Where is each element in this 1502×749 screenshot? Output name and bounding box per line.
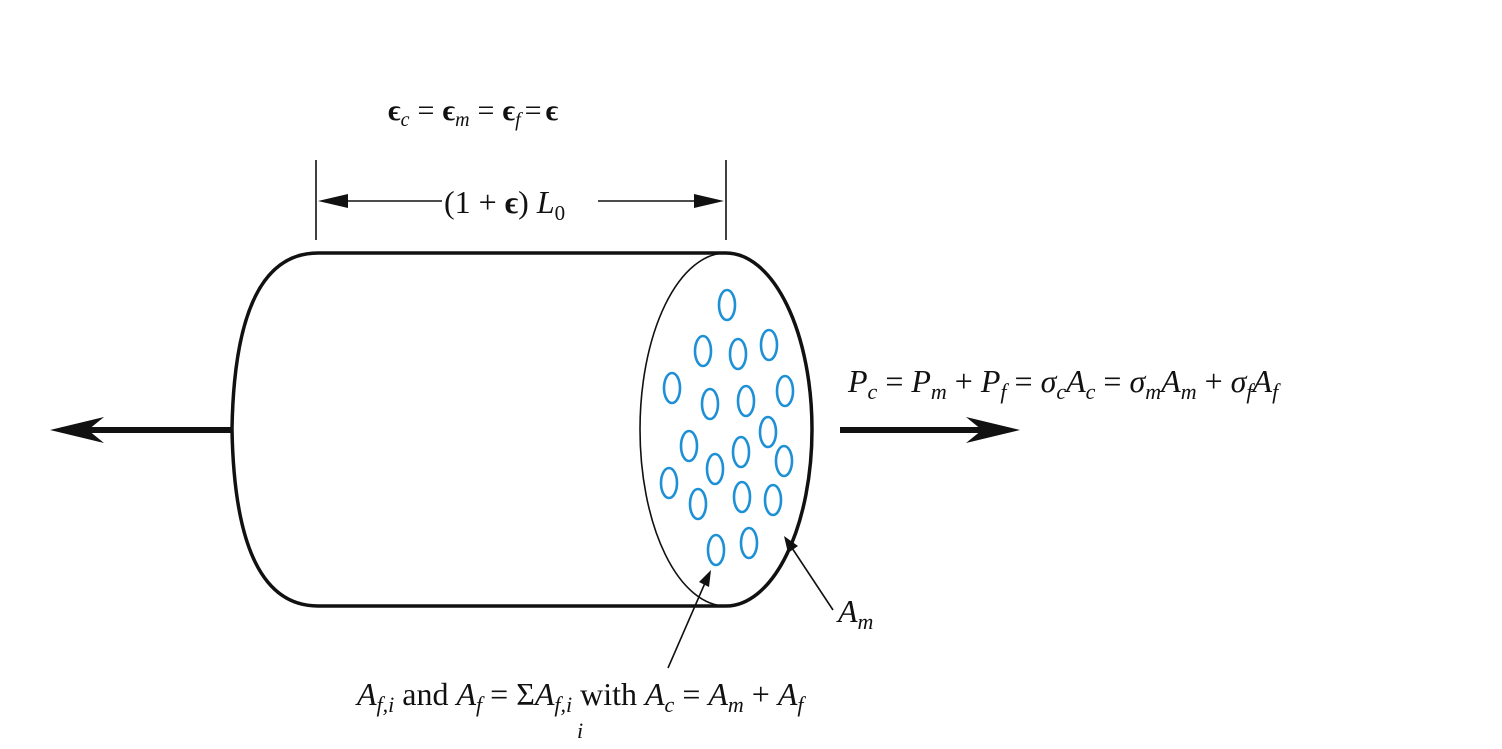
load-eq-3: = bbox=[1095, 363, 1129, 399]
fiber-area-sub-fi: f,i bbox=[377, 692, 395, 717]
matrix-area-leader bbox=[791, 547, 834, 611]
strain-eq-3: = bbox=[525, 94, 542, 127]
load-sub-c: c bbox=[868, 379, 878, 404]
length-open: (1 + bbox=[444, 184, 505, 220]
load-plus-1: + bbox=[947, 363, 981, 399]
load-Am: A bbox=[1159, 363, 1181, 399]
fiber-area-sub-c: c bbox=[665, 692, 675, 717]
fiber bbox=[717, 288, 737, 322]
cylinder-end-rim bbox=[725, 251, 814, 608]
fiber-area-A5: A bbox=[706, 676, 728, 712]
strain-eps: ϵ bbox=[546, 94, 559, 127]
cylinder-body bbox=[230, 251, 726, 608]
load-sub-f2: f bbox=[1246, 379, 1255, 404]
fiber-area-sub-m: m bbox=[728, 692, 744, 717]
fiber-area-eq-1: = bbox=[482, 676, 516, 712]
fiber bbox=[679, 429, 699, 463]
load-plus-2: + bbox=[1197, 363, 1231, 399]
fiber-area-A1: A bbox=[355, 676, 377, 712]
dimension-arrowhead-right bbox=[694, 194, 724, 208]
fiber bbox=[758, 415, 778, 449]
load-sigma-f: σ bbox=[1231, 363, 1248, 399]
sum-index-i: i bbox=[577, 718, 583, 743]
load-equation: Pc = Pm + Pf = σcAc = σmAm + σfAf bbox=[847, 363, 1281, 404]
fiber-area-sub-fi2: f,i bbox=[554, 692, 572, 717]
length-close: ) bbox=[518, 184, 537, 220]
load-sigma-c: σ bbox=[1041, 363, 1058, 399]
load-sub-f3: f bbox=[1272, 379, 1281, 404]
fiber bbox=[774, 444, 794, 478]
fiber-area-with: with bbox=[572, 676, 645, 712]
matrix-area-A: A bbox=[836, 593, 858, 629]
fiber bbox=[705, 452, 725, 486]
dimension-arrowhead-left bbox=[318, 194, 348, 208]
fiber bbox=[731, 435, 751, 469]
matrix-area-sub-m: m bbox=[858, 609, 874, 634]
fiber-area-label: Af,i and Af = ΣAf,i with Ac = Am + Af bbox=[355, 676, 806, 717]
fiber-area-A6: A bbox=[776, 676, 798, 712]
fiber bbox=[693, 334, 713, 368]
fiber bbox=[775, 374, 795, 408]
load-sub-f: f bbox=[1000, 379, 1009, 404]
fiber-group bbox=[659, 288, 795, 567]
length-L: L bbox=[536, 184, 555, 220]
fiber bbox=[688, 487, 708, 521]
load-Pf: P bbox=[980, 363, 1001, 399]
fiber-area-A4: A bbox=[643, 676, 665, 712]
fiber bbox=[728, 337, 748, 371]
fiber-area-leader bbox=[667, 582, 706, 669]
fiber bbox=[759, 328, 779, 362]
fiber bbox=[736, 384, 756, 418]
load-eq-2: = bbox=[1007, 363, 1041, 399]
load-sub-c3: c bbox=[1086, 379, 1096, 404]
strain-sub-c: c bbox=[401, 109, 410, 131]
matrix-area-arrowhead bbox=[784, 536, 798, 553]
strain-eps-f: ϵ bbox=[502, 94, 515, 127]
load-arrowhead-left bbox=[50, 417, 104, 443]
fiber-area-sum: Σ bbox=[516, 676, 535, 712]
matrix-area-label: Am bbox=[836, 593, 873, 634]
load-sub-m: m bbox=[931, 379, 947, 404]
fiber bbox=[732, 480, 752, 514]
strain-eq-1: = bbox=[418, 94, 435, 127]
load-Pm: P bbox=[910, 363, 931, 399]
fiber-area-A3: A bbox=[533, 676, 555, 712]
strain-sub-f: f bbox=[515, 109, 523, 131]
fiber bbox=[763, 483, 783, 517]
load-eq-1: = bbox=[877, 363, 911, 399]
fiber-area-arrowhead bbox=[699, 570, 711, 587]
length-sub-0: 0 bbox=[555, 201, 566, 225]
strain-equation: ϵc=ϵm=ϵf=ϵ bbox=[388, 94, 559, 131]
length-eps: ϵ bbox=[505, 184, 519, 220]
load-sub-c2: c bbox=[1056, 379, 1066, 404]
strain-eps-m: ϵ bbox=[442, 94, 455, 127]
fiber bbox=[659, 466, 679, 500]
fiber bbox=[706, 533, 726, 567]
load-arrowhead-right bbox=[966, 417, 1020, 443]
fiber-area-eq-2: = bbox=[674, 676, 708, 712]
load-sub-m3: m bbox=[1181, 379, 1197, 404]
fiber-area-sub-f: f bbox=[476, 692, 485, 717]
length-label: (1 + ϵ) L0 bbox=[444, 184, 565, 225]
load-Af: A bbox=[1251, 363, 1273, 399]
load-sub-m2: m bbox=[1145, 379, 1161, 404]
load-sigma-m: σ bbox=[1129, 363, 1146, 399]
fiber-area-plus: + bbox=[744, 676, 778, 712]
fiber bbox=[662, 371, 682, 405]
strain-eps-c: ϵ bbox=[388, 94, 401, 127]
strain-sub-m: m bbox=[455, 109, 469, 131]
fiber-area-sub-f2: f bbox=[797, 692, 806, 717]
load-P: P bbox=[847, 363, 868, 399]
fiber bbox=[700, 387, 720, 421]
fiber-area-A2: A bbox=[454, 676, 476, 712]
load-Ac: A bbox=[1064, 363, 1086, 399]
fiber-area-and: and bbox=[394, 676, 456, 712]
fiber bbox=[739, 526, 759, 560]
strain-eq-2: = bbox=[478, 94, 495, 127]
